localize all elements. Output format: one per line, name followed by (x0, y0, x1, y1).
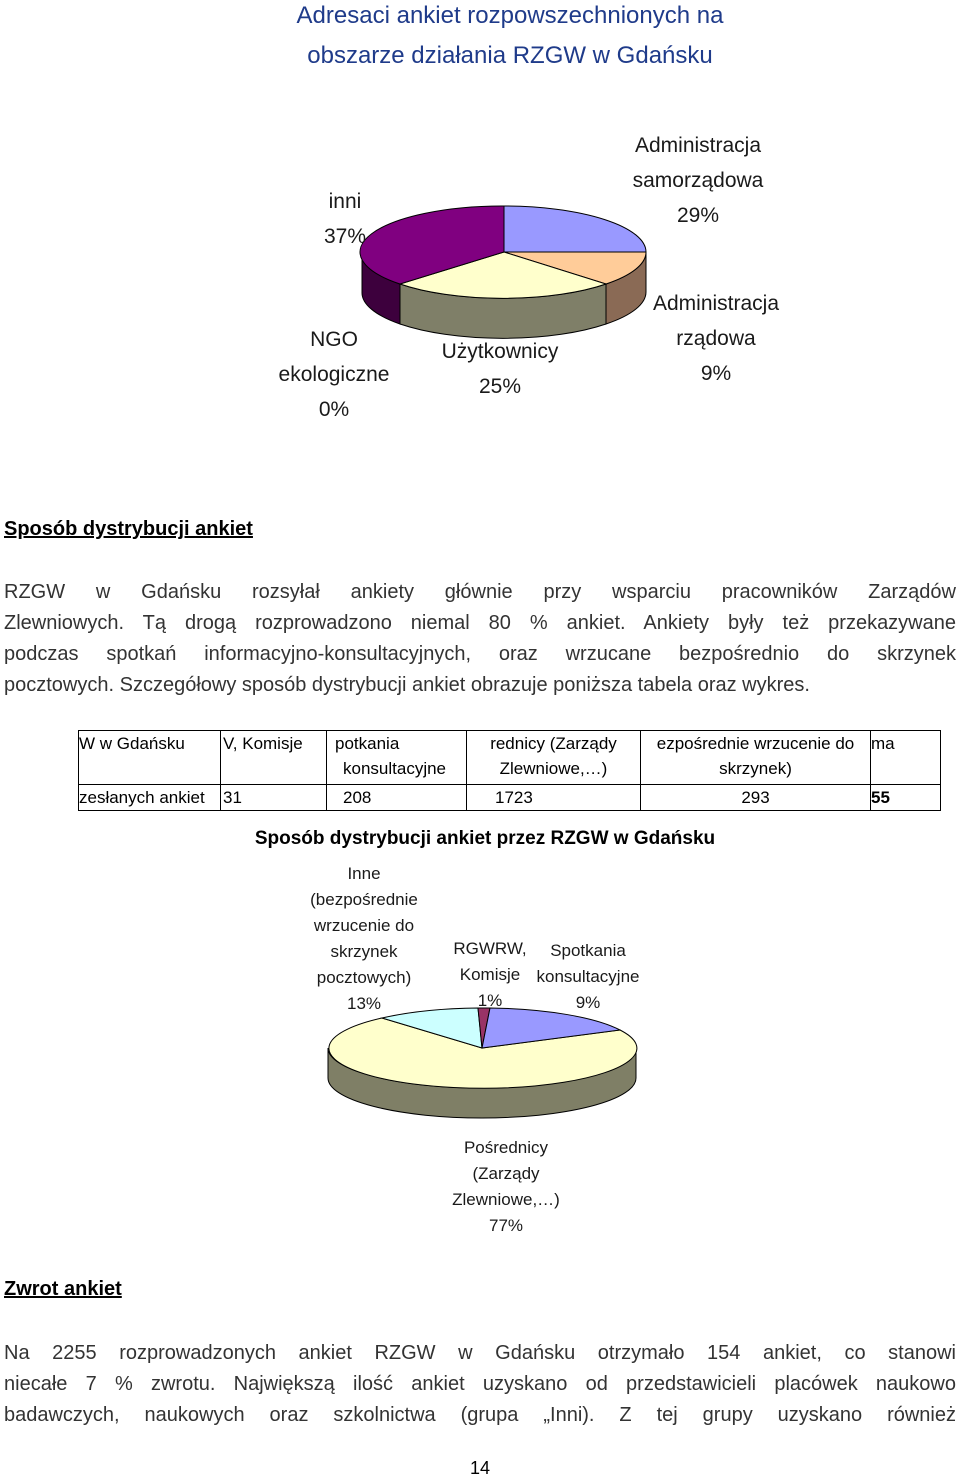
pie2-label-rgwrw: RGWRW, Komisje 1% (440, 936, 540, 1014)
table-cell-text: zesłanych ankiet (79, 788, 205, 807)
pie1-label-inni: inni 37% (300, 184, 390, 254)
chart1-pie (359, 205, 647, 339)
pie2-label-rgwrw-value: 1% (477, 991, 503, 1010)
pie2-label-rgwrw-line1: RGWRW, (453, 939, 527, 958)
table-cell-text: 1723 (495, 788, 533, 807)
table-cell-text: 55 (871, 788, 890, 807)
pie1-label-ngo-value: 0% (318, 398, 350, 421)
pie1-slice-uzytkownicy (398, 251, 608, 299)
pie2-label-spotkania-value: 9% (575, 993, 601, 1012)
table-row: zesłanych ankiet 31 208 1723 293 55 (78, 784, 941, 811)
pie2-label-rgwrw-line2: Komisje (459, 965, 521, 984)
table-header-text: V, Komisje (223, 734, 303, 753)
pie2-label-inne: Inne (bezpośrednie wrzucenie do skrzynek… (296, 861, 432, 1017)
pie2-label-posrednicy-line3: Zlewniowe,…) (452, 1190, 560, 1209)
table-header-cell: potkania konsultacyjne (326, 730, 467, 785)
table-cell: 1723 (466, 784, 641, 811)
table-header-text: ezpośrednie wrzucenie do (656, 734, 855, 753)
table-header-cell: ezpośrednie wrzucenie do skrzynek) (640, 730, 871, 785)
paragraph-line: Zlewniowych. Tą drogą rozprowadzono niem… (4, 612, 956, 634)
pie2-label-inne-line1: Inne (347, 864, 381, 883)
page-number: 14 (469, 1458, 491, 1478)
pie1-label-uzytkownicy-value: 25% (478, 375, 522, 398)
chart1-title-line2: obszarze działania RZGW w Gdańsku (307, 42, 713, 69)
paragraph-line: pocztowych. Szczegółowy sposób dystrybuc… (4, 674, 810, 696)
chart1-title-line1: Adresaci ankiet rozpowszechnionych na (296, 2, 724, 29)
pie1-label-ngo: NGO ekologiczne 0% (256, 322, 412, 427)
pie1-label-uzytkownicy: Użytkownicy 25% (410, 334, 590, 404)
section-heading-distribution: Sposób dystrybucji ankiet (4, 518, 253, 540)
pie1-label-rzadowa-line1: Administracja (652, 292, 780, 315)
table-cell: zesłanych ankiet (78, 784, 221, 811)
table-cell-text: 293 (741, 788, 770, 807)
table-header-text: ma (871, 734, 895, 753)
pie1-label-rzadowa-value: 9% (700, 362, 732, 385)
table-header-text: skrzynek) (719, 759, 792, 778)
table-header-text: konsultacyjne (343, 759, 447, 778)
pie1-label-ngo-line2: ekologiczne (278, 363, 390, 386)
table-cell: 31 (220, 784, 327, 811)
pie2-label-spotkania: Spotkania konsultacyjne 9% (524, 938, 652, 1016)
pie2-label-posrednicy-line1: Pośrednicy (463, 1138, 549, 1157)
table-cell-text: 31 (223, 788, 242, 807)
table-cell: 293 (640, 784, 871, 811)
table-cell: 55 (870, 784, 941, 811)
distribution-table: W w Gdańsku V, Komisje potkania konsulta… (78, 730, 941, 811)
pie1-label-samorzadowa-line1: Administracja (634, 134, 762, 157)
pie1-label-samorzadowa-line2: samorządowa (632, 169, 764, 192)
pie1-label-inni-text: inni (328, 190, 362, 213)
table-header-cell: rednicy (Zarządy Zlewniowe,…) (466, 730, 641, 785)
pie2-slice-posrednicy (328, 1017, 638, 1089)
paragraph-line: badawczych, naukowych oraz szkolnictwa (… (4, 1404, 956, 1426)
table-header-cell: ma (870, 730, 941, 785)
table-header-cell: V, Komisje (220, 730, 327, 785)
pie2-label-posrednicy: Pośrednicy (Zarządy Zlewniowe,…) 77% (436, 1135, 576, 1239)
pie1-slice-rzadowa (503, 251, 647, 285)
section-paragraph-distribution: RZGW w Gdańsku rozsyłał ankiety głównie … (4, 577, 956, 701)
chart2-title: Sposób dystrybucji ankiet przez RZGW w G… (254, 828, 716, 849)
table-header-text: Zlewniowe,…) (499, 759, 608, 778)
pie1-label-ngo-line1: NGO (310, 328, 358, 351)
pie1-label-rzadowa: Administracja rządowa 9% (616, 286, 816, 391)
table-header-cell: W w Gdańsku (78, 730, 221, 785)
pie1-label-samorzadowa-value: 29% (676, 204, 720, 227)
table-header-text: W w Gdańsku (79, 734, 185, 753)
pie2-label-inne-value: 13% (346, 994, 382, 1013)
pie1-label-samorzadowa: Administracja samorządowa 29% (598, 128, 798, 233)
paragraph-line: niecałe 7 % zwrotu. Największą ilość ank… (4, 1373, 956, 1395)
pie2-slice-spotkania (481, 1007, 622, 1049)
pie1-label-uzytkownicy-text: Użytkownicy (441, 340, 559, 363)
pie1-slice-inni (359, 205, 505, 285)
pie2-label-posrednicy-line2: (Zarządy (472, 1164, 540, 1183)
table-cell-text: 208 (343, 788, 372, 807)
pie2-label-inne-line4: skrzynek (330, 942, 398, 961)
table-header-text: potkania (335, 734, 400, 753)
pie2-label-inne-line2: (bezpośrednie (310, 890, 418, 909)
pie1-label-inni-value: 37% (323, 225, 367, 248)
pie2-label-inne-line3: wrzucenie do (313, 916, 415, 935)
pie2-slice-inne (380, 1007, 483, 1049)
table-cell: 208 (326, 784, 467, 811)
section-heading-returns: Zwrot ankiet (4, 1278, 122, 1300)
pie2-label-spotkania-line2: konsultacyjne (536, 967, 640, 986)
pie2-label-posrednicy-value: 77% (488, 1216, 524, 1235)
pie2-label-inne-line5: pocztowych) (316, 968, 412, 987)
section-paragraph-returns: Na 2255 rozprowadzonych ankiet RZGW w Gd… (4, 1338, 956, 1431)
chart2-pie (327, 1007, 638, 1119)
table-header-row: W w Gdańsku V, Komisje potkania konsulta… (78, 730, 941, 785)
pie1-label-rzadowa-line2: rządowa (676, 327, 756, 350)
table-header-text: rednicy (Zarządy (490, 734, 617, 753)
paragraph-line: podczas spotkań informacyjno-konsultacyj… (4, 643, 956, 665)
pie2-label-spotkania-line1: Spotkania (550, 941, 626, 960)
chart1-title: Adresaci ankiet rozpowszechnionych na ob… (210, 0, 810, 76)
pie1-slice-samorzadowa (503, 205, 647, 253)
paragraph-line: RZGW w Gdańsku rozsyłał ankiety głównie … (4, 581, 956, 603)
paragraph-line: Na 2255 rozprowadzonych ankiet RZGW w Gd… (4, 1342, 956, 1364)
